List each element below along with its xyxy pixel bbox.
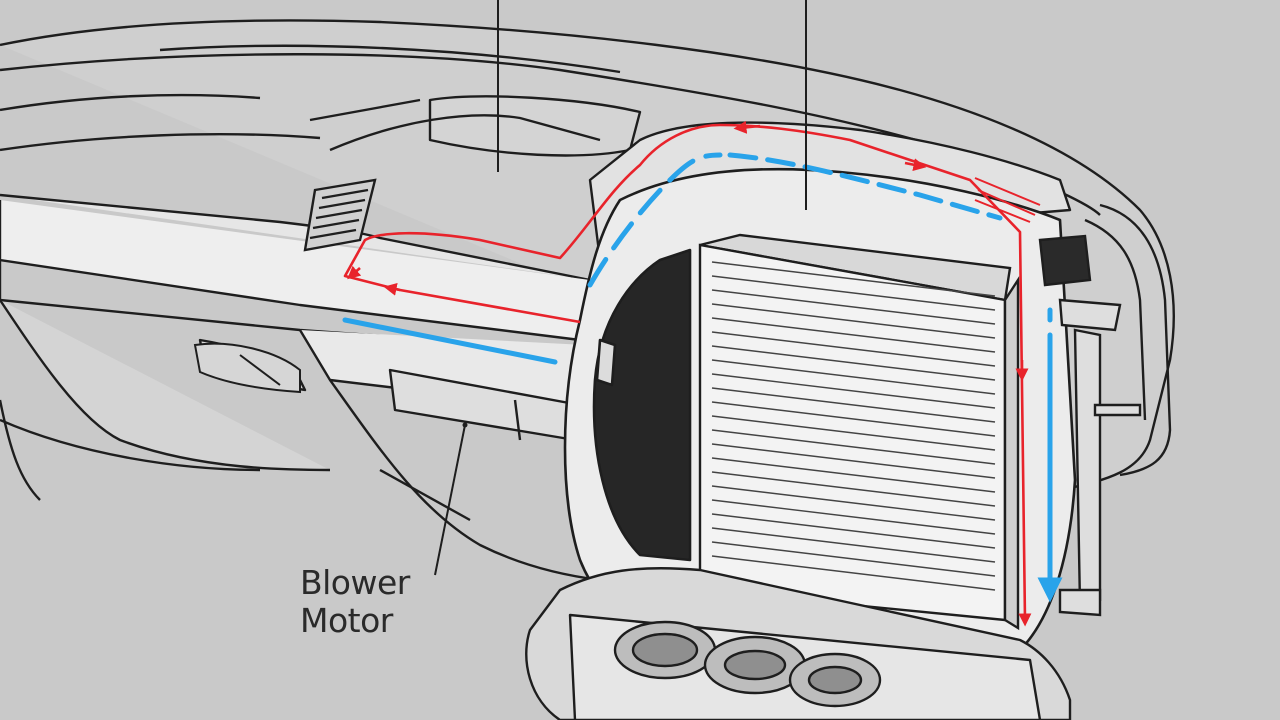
cool-air-path — [342, 152, 1063, 603]
filter-pleat — [711, 555, 996, 591]
glove-box-latch — [193, 342, 301, 394]
label-leader-line — [434, 424, 466, 576]
filter-pleat — [711, 275, 996, 311]
filter-pleat — [711, 499, 996, 535]
filter-pleat — [711, 387, 996, 423]
cup-holder-icon — [703, 635, 807, 695]
filter-pleat — [711, 345, 996, 381]
filter-pleat — [711, 471, 996, 507]
filter-pleat — [711, 485, 996, 521]
outer-shell — [1084, 203, 1172, 477]
leader-lines — [497, 0, 807, 210]
filter-pleat — [711, 443, 996, 479]
filter-pleat — [711, 415, 996, 451]
filter-pleat — [711, 527, 996, 563]
filter-pleat — [711, 331, 996, 367]
filter-pleat — [711, 289, 996, 325]
warm-air-path — [343, 120, 1041, 627]
filter-pleat — [711, 373, 996, 409]
filter-pleat — [711, 401, 996, 437]
cup-holder-icon — [788, 652, 882, 708]
blower-opening — [592, 248, 692, 562]
air-vent-icon — [303, 178, 377, 252]
cup-holder-icon — [613, 620, 717, 680]
filter-pleat — [711, 317, 996, 353]
filter-pleat — [711, 429, 996, 465]
blower-motor-label: Blower Motor — [300, 422, 468, 640]
side-bracket — [1038, 234, 1142, 617]
filter-pleat — [711, 457, 996, 493]
label-line-1: Blower — [300, 563, 411, 602]
filter-pleat — [711, 513, 996, 549]
filter-pleat — [711, 541, 996, 577]
label-line-2: Motor — [300, 601, 394, 640]
cabin-air-filter-icon — [698, 233, 1020, 631]
filter-pleat — [711, 303, 996, 339]
lower-console — [525, 566, 1072, 720]
filter-pleat — [711, 261, 996, 297]
filter-pleat — [711, 359, 996, 395]
